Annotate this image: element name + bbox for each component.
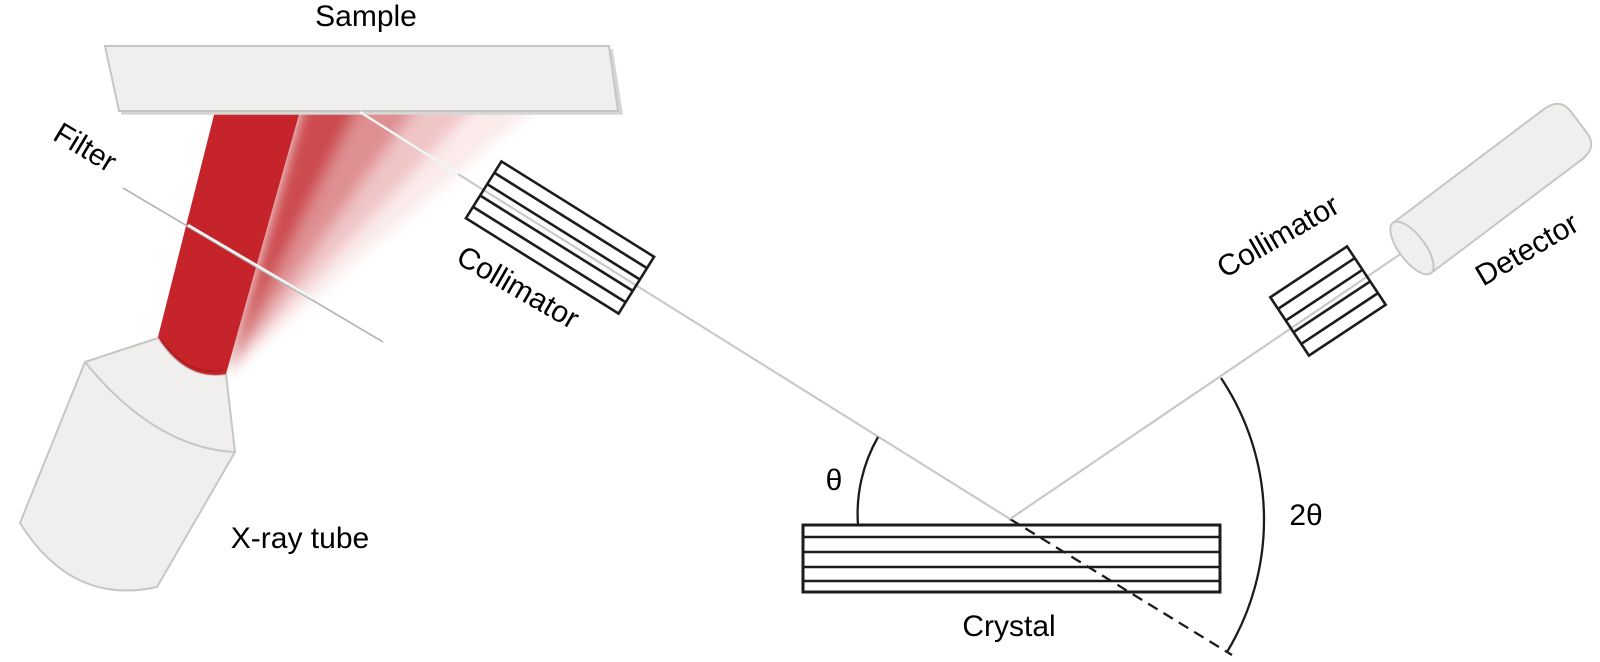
primary-collimator-label: Collimator <box>451 240 584 336</box>
primary-collimator-frame <box>464 159 656 316</box>
xray-tube-label: X-ray tube <box>231 522 369 555</box>
collimator-plate <box>479 194 634 292</box>
beam-fan-slice <box>226 100 543 374</box>
collimator-plate <box>1300 292 1379 345</box>
two-theta-arc <box>1220 377 1266 653</box>
collimator-plate <box>1277 257 1356 310</box>
filter-label: Filter <box>48 117 122 180</box>
detector <box>1389 102 1593 276</box>
sample-slab <box>103 45 624 115</box>
diffracted-beam-line <box>1009 252 1403 520</box>
theta-label: θ <box>826 464 843 497</box>
xray-beam-core <box>158 100 303 375</box>
filter-line-in-beam <box>187 223 315 301</box>
collimator-plate <box>1292 280 1371 334</box>
crystal-label: Crystal <box>962 610 1055 643</box>
detector-front-window <box>1389 220 1435 276</box>
xray-tube <box>18 336 237 592</box>
primary-collimator <box>464 159 656 316</box>
sample-body <box>103 45 620 112</box>
xray-beam <box>158 100 543 375</box>
xray-beam-fade-fan <box>226 100 543 374</box>
scattered-beam-line <box>457 173 1011 520</box>
sample-shadow <box>121 48 624 115</box>
collimator-plate <box>493 171 648 270</box>
secondary-collimator-frame <box>1268 244 1388 358</box>
detector-body <box>1391 102 1593 275</box>
xray-tube-body <box>18 336 237 592</box>
scattered-beam-in-beam <box>359 110 459 176</box>
secondary-collimator <box>1268 244 1388 358</box>
transmitted-beam-dashed-line <box>1009 518 1233 656</box>
secondary-collimator-label: Collimator <box>1212 189 1345 285</box>
collimator-plate <box>486 183 641 281</box>
sample-label: Sample <box>315 0 417 33</box>
filter-line <box>122 187 384 343</box>
theta-arc <box>856 436 879 526</box>
collimator-plate <box>1285 268 1364 322</box>
tube-window-rim-shade <box>160 339 224 373</box>
analyzer-crystal <box>801 523 1222 594</box>
xray-tube-shoulder-arc <box>84 361 236 453</box>
two-theta-label: 2θ <box>1289 499 1322 532</box>
collimator-plate <box>472 205 627 304</box>
